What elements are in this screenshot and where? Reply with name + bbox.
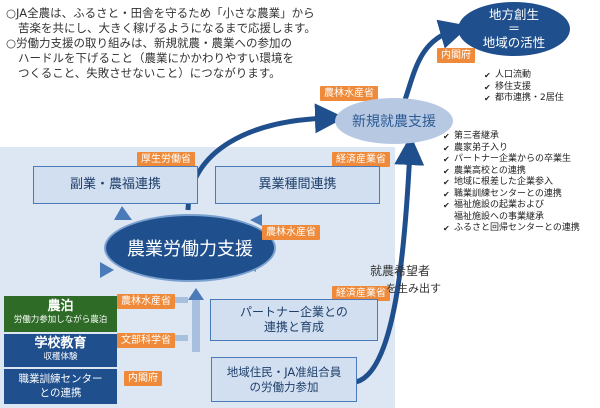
goal-line2: ＝ [507,21,521,36]
vocational-line1: 職業訓練センター [18,373,103,385]
cross-industry-box: 異業種間連携 [215,166,380,204]
farm-stay-sub: 労働力参加しながら農泊 [13,315,108,325]
goal-checklist: 人口流動 移住支援 都市連携・2居住 [484,70,564,105]
cross-industry-label: 異業種間連携 [258,177,337,192]
local-line1: 地域住民・JA准組合員 [226,364,342,379]
agricultural-labor-support: 農業労働力支援 [104,214,276,282]
nf-check-welfare: 福祉施設の起業および [443,200,580,212]
nf-check-6: 職業訓練センターとの連携 [443,189,580,201]
partner-box: パートナー企業との 連携と育成 [210,299,378,341]
intro-p2-line3: つくること、失敗させないこと）につながります。 [18,66,281,80]
intro-p1-line2: 苦楽を共にし、大きく稼げるようになるまで応援します。 [18,21,316,35]
applicants-text: 就農希望者 を生み出す [370,262,441,298]
nf-check-3: パートナー企業からの卒業生 [443,154,580,166]
arrow-bottom-to-core [188,288,204,300]
local-residents-box: 地域住民・JA准組合員 の労働力参加 [211,357,357,402]
farm-stay-ministry-tag: 農林水産省 [117,294,175,309]
intro-p2-line2: ハードルを下げること（農業にかかわりやすい環境を [18,51,294,65]
cross-industry-ministry-tag: 経済産業省 [332,152,390,167]
farm-stay-title: 農泊 [47,299,74,314]
partner-line2: 連携と育成 [263,320,324,334]
intro-text: ○JA全農は、ふるさと・田舎を守るため「小さな農業」から 苦楽を共にし、大きく稼… [6,6,386,81]
vocational-ministry-tag: 内閣府 [124,371,162,386]
regional-revitalization-goal: 地方創生 ＝ 地域の活性 [458,2,570,56]
arrow-cross-to-core [250,214,262,226]
nf-check-4: 農業高校との連携 [443,166,580,178]
nf-check-1: 第三者継承 [443,131,580,143]
nf-check-2: 農家弟子入り [443,143,580,155]
goal-check-3: 都市連携・2居住 [484,93,564,105]
intro-p2-line1: ○労働力支援の取り組みは、新規就農・農業への参加の [6,36,293,50]
goal-check-1: 人口流動 [484,70,564,82]
goal-line1: 地方創生 [488,7,539,22]
nf-check-5: 地域に根差した企業参入 [443,177,580,189]
new-farming-checklist: 第三者継承 農家弟子入り パートナー企業からの卒業生 農業高校との連携 地域に根… [443,131,580,235]
partner-ministry-tag: 経済産業省 [332,286,390,301]
applicants-line2: を生み出す [386,282,441,295]
goal-check-2: 移住支援 [484,82,564,94]
core-label: 農業労働力支援 [127,239,253,260]
nf-check-furusato: ふるさと回帰センターとの連携 [443,223,580,235]
arrow-local-to-new-farming [355,135,425,385]
side-business-label: 副業・農福連携 [69,177,161,192]
school-sub: 収穫体験 [43,352,78,362]
side-business-ministry-tag: 厚生労働省 [137,152,195,167]
partner-line1: パートナー企業との [240,305,348,319]
school-ministry-tag: 文部科学省 [117,333,175,348]
arrow-side-business-to-core [114,206,132,220]
core-ministry-tag: 農林水産省 [262,225,320,240]
arrow-left-to-core [100,262,114,278]
school-title: 学校教育 [34,336,87,351]
new-farming-support: 新規就農支援 [335,98,453,144]
vocational-line2: との連携 [39,387,82,399]
new-farming-label: 新規就農支援 [352,114,436,130]
side-business-box: 副業・農福連携 [33,166,198,204]
applicants-line1: 就農希望者 [370,264,431,278]
nf-check-welfare-cont: 福祉施設への事業継承 [454,211,545,222]
goal-line3: 地域の活性 [482,35,546,50]
new-farming-ministry-tag: 農林水産省 [320,86,378,101]
local-line2: の労働力参加 [249,379,319,394]
vocational-training-box: 職業訓練センター との連携 [4,369,117,404]
intro-p1-line1: ○JA全農は、ふるさと・田舎を守るため「小さな農業」から [6,6,315,20]
arrow-new-farming-to-goal [402,19,470,101]
school-education-box: 学校教育 収穫体験 [4,334,117,367]
farm-stay-box: 農泊 労働力参加しながら農泊 [4,296,117,332]
goal-ministry-tag: 内閣府 [437,48,475,63]
